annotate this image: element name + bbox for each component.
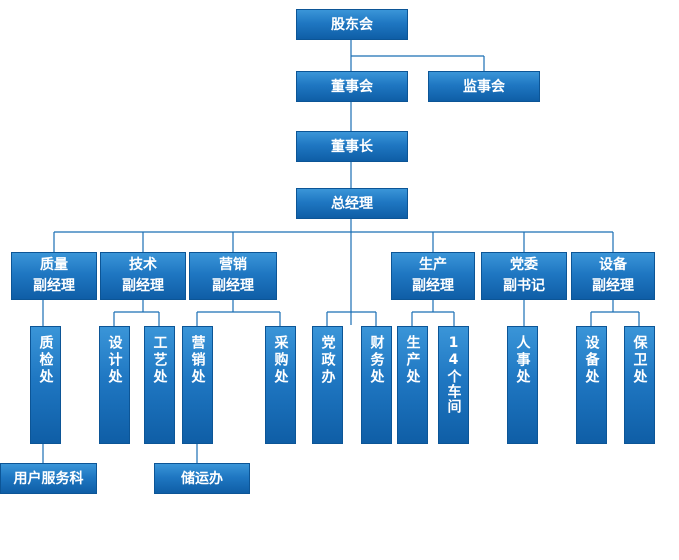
node-supervisors: 监事会: [428, 71, 540, 102]
node-dept-party-office: 党政办: [312, 326, 343, 444]
node-label: 储运办: [181, 470, 223, 487]
node-label: 设计处: [106, 335, 123, 386]
node-label: 保卫处: [631, 335, 648, 386]
node-dept-marketing: 营销处: [182, 326, 213, 444]
connector-equipment: [590, 300, 640, 326]
node-label: 设备 副经理: [592, 257, 634, 294]
node-dept-production: 生产处: [397, 326, 428, 444]
node-label: 用户服务科: [13, 470, 84, 487]
node-dept-finance: 财务处: [361, 326, 392, 444]
node-dept-logistics: 储运办: [154, 463, 250, 494]
node-label: 党政办: [319, 335, 336, 386]
node-vp-tech: 技术 副经理: [100, 252, 186, 300]
node-label: 董事长: [331, 138, 373, 155]
node-dept-design: 设计处: [99, 326, 130, 444]
connector-sales: [196, 300, 281, 463]
node-label: 人事处: [514, 335, 531, 386]
node-label: 技术 副经理: [122, 257, 164, 294]
node-chairman: 董事长: [296, 131, 408, 162]
connector-gm-direct: [326, 311, 377, 326]
node-dept-security: 保卫处: [624, 326, 655, 444]
node-shareholders: 股东会: [296, 9, 408, 40]
node-dept-customer-service: 用户服务科: [0, 463, 97, 494]
node-label: 营销处: [189, 335, 206, 386]
node-label: 生产 副经理: [412, 257, 454, 294]
node-label: 董事会: [331, 78, 373, 95]
node-label: 财务处: [368, 335, 385, 386]
connector-production: [411, 300, 455, 326]
node-label: 监事会: [463, 78, 505, 95]
node-party-deputy: 党委 副书记: [481, 252, 567, 300]
node-label: 党委 副书记: [503, 257, 545, 294]
node-dept-purchasing: 采购处: [265, 326, 296, 444]
node-dept-craft: 工艺处: [144, 326, 175, 444]
connector-shareholders: [350, 40, 485, 72]
node-dept-hr: 人事处: [507, 326, 538, 444]
node-dept-equipment: 设备处: [576, 326, 607, 444]
node-vp-sales: 营销 副经理: [189, 252, 277, 300]
node-vp-production: 生产 副经理: [391, 252, 475, 300]
node-label: 质量 副经理: [33, 257, 75, 294]
node-label: 采购处: [272, 335, 289, 386]
node-dept-workshops: 14个车间: [438, 326, 469, 444]
node-board: 董事会: [296, 71, 408, 102]
connector-gm-branches: [53, 219, 614, 325]
node-vp-equipment: 设备 副经理: [571, 252, 655, 300]
node-label: 生产处: [404, 335, 421, 386]
node-label: 14个车间: [445, 335, 462, 414]
connector-tech: [113, 300, 160, 326]
node-gm: 总经理: [296, 188, 408, 219]
node-vp-quality: 质量 副经理: [11, 252, 97, 300]
node-label: 设备处: [583, 335, 600, 386]
node-label: 工艺处: [151, 335, 168, 386]
node-label: 股东会: [331, 16, 373, 33]
node-label: 总经理: [331, 195, 373, 212]
node-label: 质检处: [37, 335, 54, 386]
node-dept-quality-inspection: 质检处: [30, 326, 61, 444]
node-label: 营销 副经理: [212, 257, 254, 294]
